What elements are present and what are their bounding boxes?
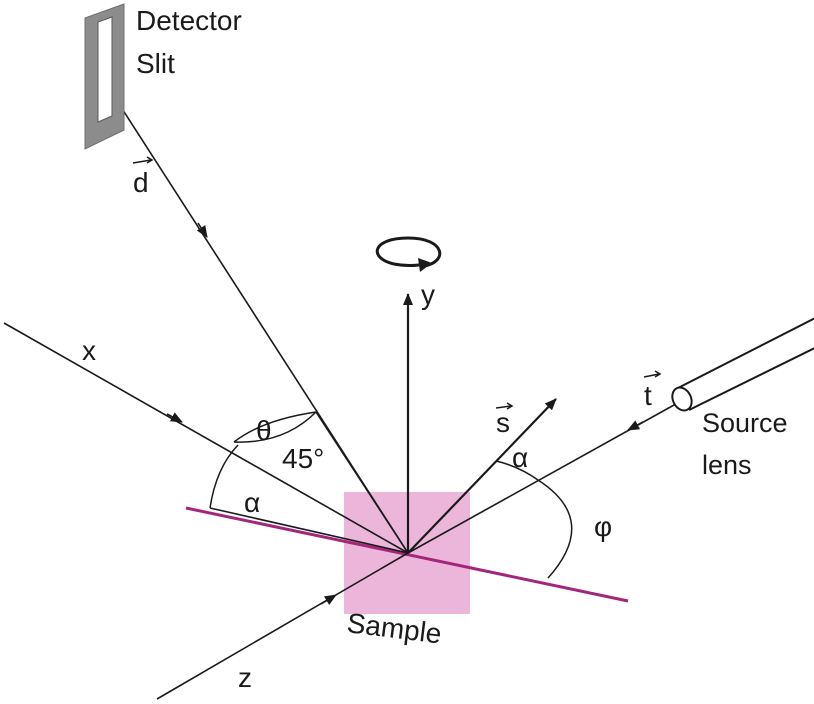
detector-label: Detector bbox=[136, 5, 242, 36]
source-label: Source bbox=[702, 408, 788, 438]
t-vector-arrow bbox=[627, 420, 644, 431]
x-beam-line bbox=[3, 322, 409, 554]
z-axis-arrow bbox=[320, 594, 337, 605]
slit-label: Slit bbox=[136, 48, 175, 79]
phi-arc bbox=[537, 479, 573, 579]
ray-alpha-left bbox=[209, 507, 409, 554]
t-vector-label: t bbox=[644, 380, 652, 411]
lens-label: lens bbox=[702, 450, 752, 480]
d-vector-overarrow bbox=[132, 156, 154, 164]
source-lens-icon bbox=[671, 317, 814, 412]
angle-45-label: 45° bbox=[282, 443, 324, 474]
theta-arc bbox=[233, 411, 317, 443]
z-axis-label: z bbox=[238, 662, 252, 693]
angle-45-arc bbox=[233, 411, 317, 443]
phi-label: φ bbox=[594, 511, 612, 542]
alpha-left-label: α bbox=[244, 487, 260, 518]
d-vector-label: d bbox=[133, 167, 149, 198]
s-vector-label: s bbox=[496, 407, 510, 438]
x-axis-label: x bbox=[82, 335, 96, 366]
rotation-arrow-icon bbox=[375, 236, 442, 272]
alpha-right-label: α bbox=[512, 442, 528, 473]
theta-label: θ bbox=[256, 415, 272, 446]
detector-slit-icon bbox=[84, 3, 125, 150]
s-vector-overarrow bbox=[495, 402, 514, 410]
alpha-right-arc bbox=[495, 460, 539, 481]
x-beam-arrow bbox=[166, 412, 183, 423]
s-vector-line bbox=[407, 398, 557, 554]
z-axis-line bbox=[156, 552, 409, 700]
d-vector-arrow bbox=[196, 222, 208, 238]
t-vector-overarrow bbox=[643, 370, 662, 378]
y-axis-label: y bbox=[421, 279, 435, 310]
ray-45 bbox=[315, 411, 409, 554]
alpha-left-arc bbox=[209, 444, 239, 509]
